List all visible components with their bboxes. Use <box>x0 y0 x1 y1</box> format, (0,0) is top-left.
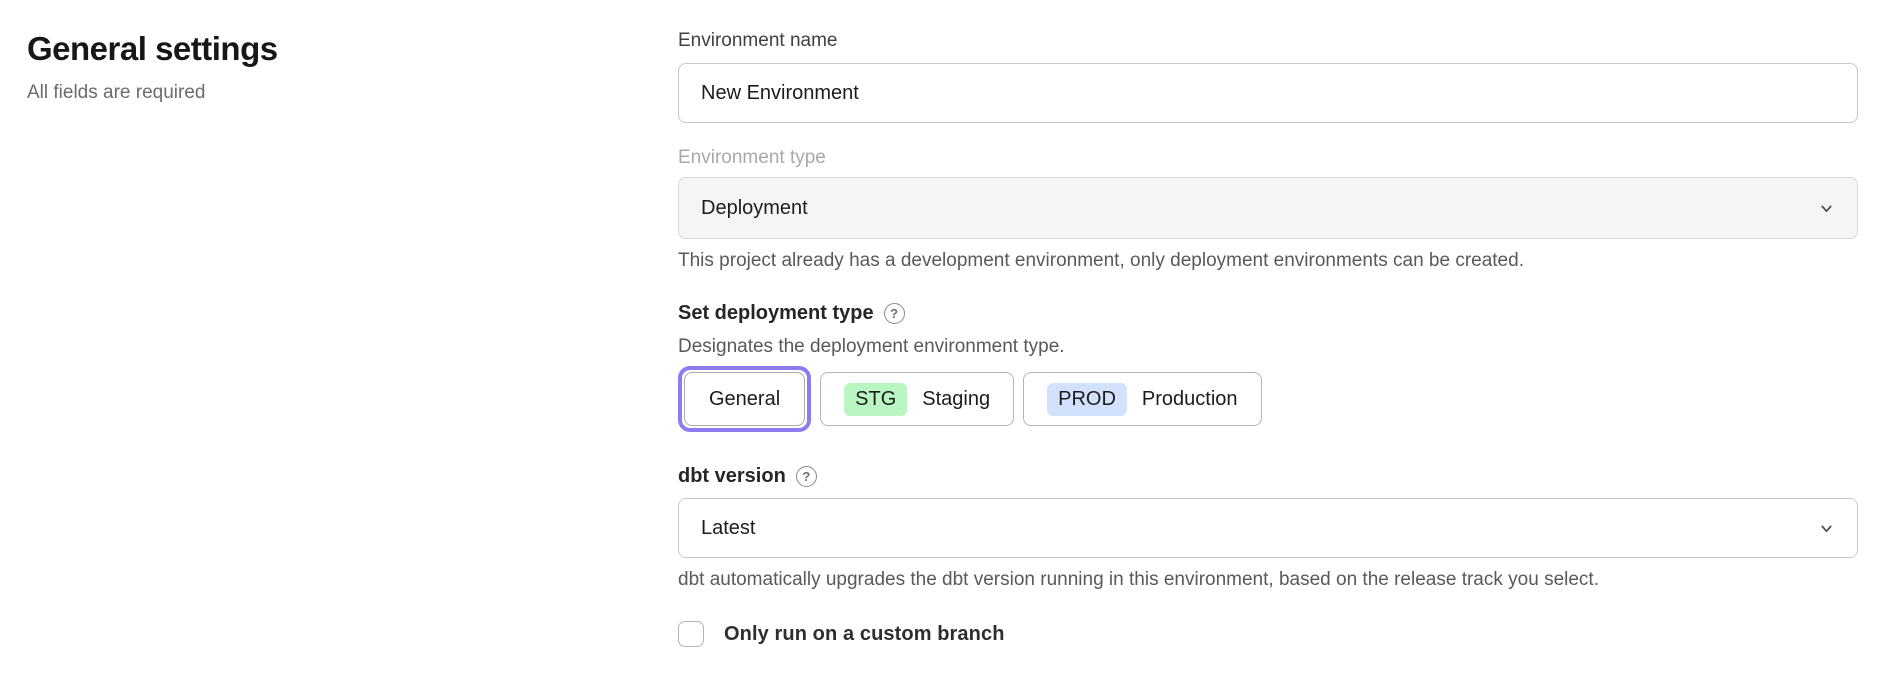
dbt-version-value: Latest <box>701 516 756 539</box>
staging-option-label: Staging <box>922 387 991 410</box>
environment-name-input[interactable] <box>678 63 1858 123</box>
page-subtitle: All fields are required <box>27 82 206 103</box>
staging-badge: STG <box>844 382 908 416</box>
deployment-type-options: General STG Staging PROD Production <box>678 366 1858 432</box>
environment-name-label: Environment name <box>678 30 838 51</box>
chevron-down-icon <box>1821 525 1832 532</box>
environment-type-label: Environment type <box>678 147 826 168</box>
environment-type-value: Deployment <box>701 196 808 219</box>
environment-form: Environment name Environment type Deploy… <box>678 30 1858 647</box>
help-icon[interactable]: ? <box>795 466 817 487</box>
deployment-type-label: Set deployment type <box>678 302 874 324</box>
custom-branch-checkbox[interactable] <box>678 621 704 647</box>
dbt-version-header: dbt version ? <box>678 465 1858 488</box>
dbt-version-label: dbt version <box>678 465 786 487</box>
deployment-type-option-production[interactable]: PROD Production <box>1023 372 1262 426</box>
custom-branch-row[interactable]: Only run on a custom branch <box>678 621 1858 647</box>
settings-header: General settings All fields are required <box>27 30 587 104</box>
production-option-label: Production <box>1141 387 1238 410</box>
help-icon[interactable]: ? <box>883 303 905 324</box>
deployment-type-header: Set deployment type ? <box>678 302 1858 325</box>
chevron-down-icon <box>1821 205 1832 212</box>
environment-type-helper: This project already has a development e… <box>678 250 1524 271</box>
deployment-type-option-staging[interactable]: STG Staging <box>820 372 1015 426</box>
environment-type-select[interactable]: Deployment <box>678 177 1858 239</box>
page-title: General settings <box>27 30 278 67</box>
production-badge: PROD <box>1047 382 1127 416</box>
deployment-type-helper: Designates the deployment environment ty… <box>678 336 1065 357</box>
custom-branch-label: Only run on a custom branch <box>724 622 1005 645</box>
dbt-version-select[interactable]: Latest <box>678 498 1858 558</box>
selected-option-ring: General <box>678 366 812 432</box>
deployment-type-option-general[interactable]: General <box>684 372 806 426</box>
dbt-version-helper: dbt automatically upgrades the dbt versi… <box>678 569 1599 590</box>
